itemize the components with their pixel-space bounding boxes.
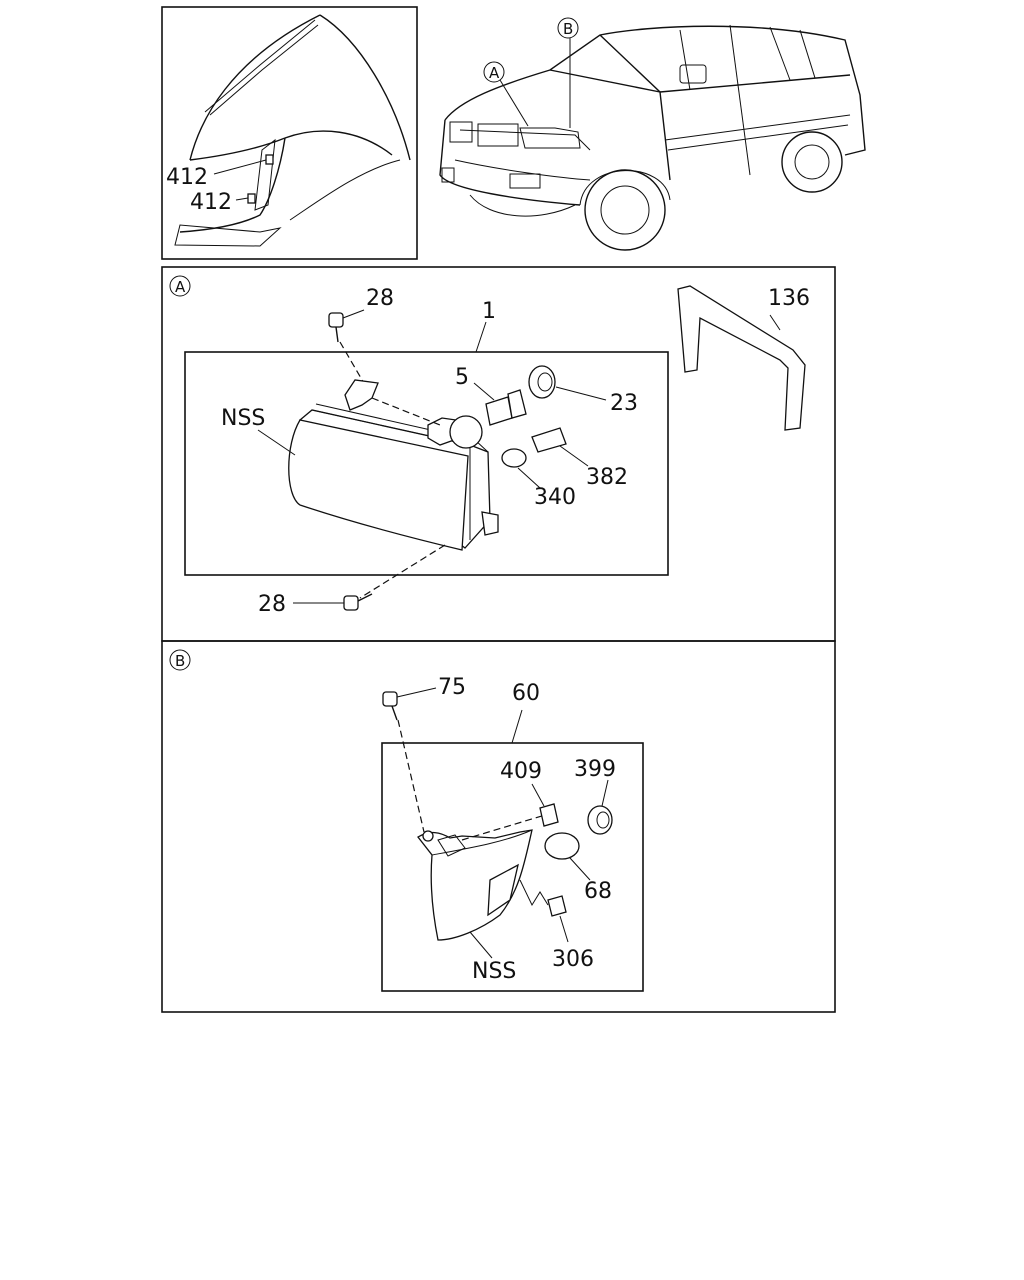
callout-412-lower: 412	[190, 190, 232, 215]
vehicle-overview: A B	[439, 17, 866, 251]
section-marker-b-label: B	[175, 652, 185, 670]
indicator-connector: 306	[519, 879, 594, 972]
fender-detail-panel: 412 412	[161, 6, 418, 260]
indicator-socket: 399	[574, 757, 616, 835]
section-marker-a-top	[483, 61, 505, 83]
section-marker-a-top-label: A	[489, 64, 500, 82]
section-marker-b-top-label: B	[563, 20, 573, 38]
indicator-screw: 75	[382, 675, 466, 833]
section-marker-b	[169, 649, 191, 671]
section-marker-a	[169, 275, 191, 297]
callout-136: 136	[768, 286, 810, 311]
bulb-socket: 23	[528, 365, 638, 416]
callout-68: 68	[584, 879, 612, 904]
callout-28-top: 28	[366, 286, 394, 311]
headlamp-group-box	[184, 351, 669, 576]
section-b-indicator: B 75 60 NSS 409	[161, 640, 836, 1013]
section-marker-b-top	[557, 17, 579, 39]
callout-28-bottom: 28	[258, 592, 286, 617]
callout-409: 409	[500, 759, 542, 784]
seal-strip: 136	[677, 285, 810, 431]
indicator-side-label: NSS	[472, 959, 516, 984]
side-marker-socket: 382	[531, 427, 628, 490]
callout-5: 5	[455, 365, 469, 390]
headlamp-screw-top: 28	[328, 286, 394, 386]
indicator-clip: 409	[500, 759, 559, 827]
callout-1: 1	[482, 299, 496, 324]
callout-399: 399	[574, 757, 616, 782]
section-marker-a-label: A	[175, 278, 186, 296]
headlamp-side-label: NSS	[221, 406, 265, 431]
side-marker-bulb: 340	[501, 448, 576, 510]
headlamp-screw-bottom: 28	[258, 592, 373, 617]
callout-75: 75	[438, 675, 466, 700]
callout-60: 60	[512, 681, 540, 706]
indicator-assembly	[417, 814, 546, 941]
callout-306: 306	[552, 947, 594, 972]
callout-412-upper: 412	[166, 165, 208, 190]
headlamp-assembly	[288, 379, 499, 599]
headlamp-bulb: 5	[455, 365, 527, 426]
indicator-bulb: 68	[544, 832, 612, 904]
section-a-headlamp: A 28 NSS 1	[161, 266, 836, 642]
callout-382: 382	[586, 465, 628, 490]
callout-23: 23	[610, 391, 638, 416]
callout-340: 340	[534, 485, 576, 510]
